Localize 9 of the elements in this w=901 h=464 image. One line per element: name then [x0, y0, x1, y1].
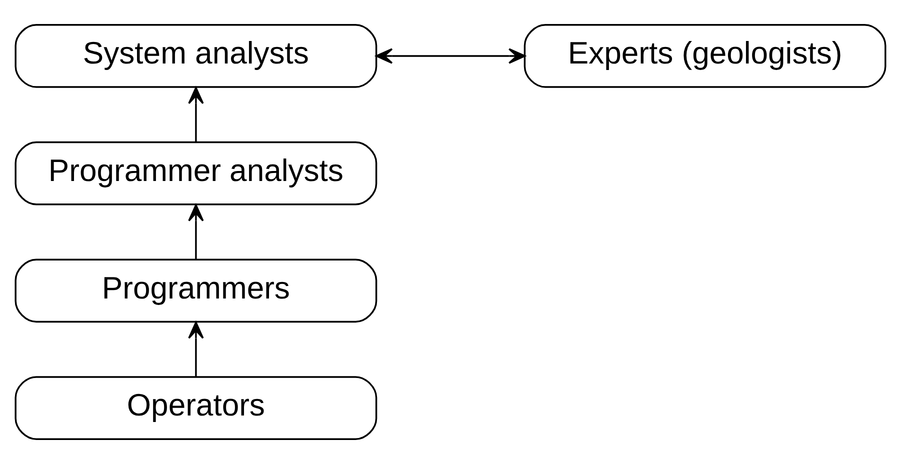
arrow [188, 204, 204, 260]
node-box: Programmers [14, 258, 378, 323]
node-box: System analysts [14, 24, 378, 88]
arrow [376, 48, 526, 64]
node-box: Experts (geologists) [524, 24, 886, 88]
arrow [188, 322, 204, 376]
node-box: Operators [14, 376, 378, 440]
node-box: Programmer analysts [14, 141, 378, 206]
arrow [188, 86, 204, 142]
